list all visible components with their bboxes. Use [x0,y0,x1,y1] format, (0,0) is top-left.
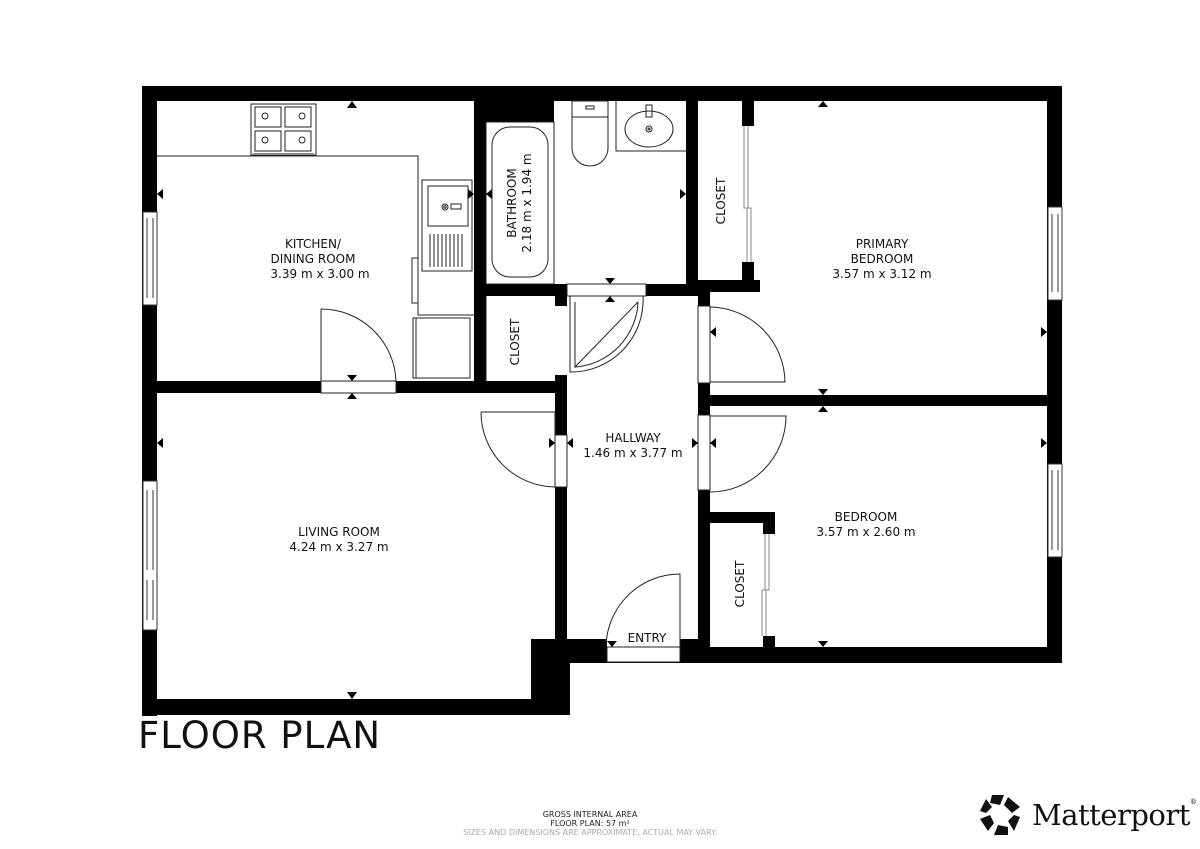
fixtures [157,100,686,381]
hallway-label: HALLWAY [605,431,661,445]
brand-registered-mark: ® [1189,798,1197,807]
kitchen-dims: 3.39 m x 3.00 m [270,267,369,281]
kitchen-label-line1: KITCHEN/ [285,237,342,251]
page-title: FLOOR PLAN [138,714,382,757]
kitchen-window [142,211,158,306]
brand-name: Matterport® [1032,798,1197,832]
stove-icon [250,103,317,156]
doors [320,126,787,663]
closet-bath-label: CLOSET [508,318,522,365]
floor-plan-area: FLOOR PLAN: 57 m² [550,819,630,828]
primary-bedroom-dims: 3.57 m x 3.12 m [832,267,931,281]
matterport-logo-icon [980,795,1020,835]
bedroom-dims: 3.57 m x 2.60 m [816,525,915,539]
room-labels: KITCHEN/ DINING ROOM 3.39 m x 3.00 m BAT… [270,153,931,645]
appliance-icon [412,317,471,379]
dimension-markers [157,101,1047,699]
entry-label: ENTRY [628,631,667,645]
gross-area-heading: GROSS INTERNAL AREA [542,810,638,819]
walls [142,86,1062,716]
living-room-label: LIVING ROOM [298,525,380,539]
closet-primary-label: CLOSET [714,177,728,224]
disclaimer: SIZES AND DIMENSIONS ARE APPROXIMATE, AC… [463,828,717,837]
hallway-dims: 1.46 m x 3.77 m [583,446,682,460]
kitchen-label-line2: DINING ROOM [271,252,356,266]
primary-bedroom-label-line1: PRIMARY [856,237,909,251]
windows [142,206,1063,631]
living-room-dims: 4.24 m x 3.27 m [289,540,388,554]
closet-bedroom-label: CLOSET [733,560,747,607]
kitchen-counter [157,155,474,316]
kitchen-sink-icon [421,179,473,272]
bathroom-label: BATHROOM [505,168,519,237]
living-window [142,480,158,631]
bathroom-dims: 2.18 m x 1.94 m [520,153,534,252]
toilet-icon [571,100,609,167]
brand-name-text: Matterport [1032,798,1190,832]
basin-icon [615,101,686,152]
primary-bedroom-label-line2: BEDROOM [851,252,914,266]
brand-logo: Matterport® [978,793,1197,837]
bathtub-icon [485,121,555,285]
bedroom-window [1047,463,1063,558]
primary-window [1047,206,1063,301]
bedroom-label: BEDROOM [835,510,898,524]
